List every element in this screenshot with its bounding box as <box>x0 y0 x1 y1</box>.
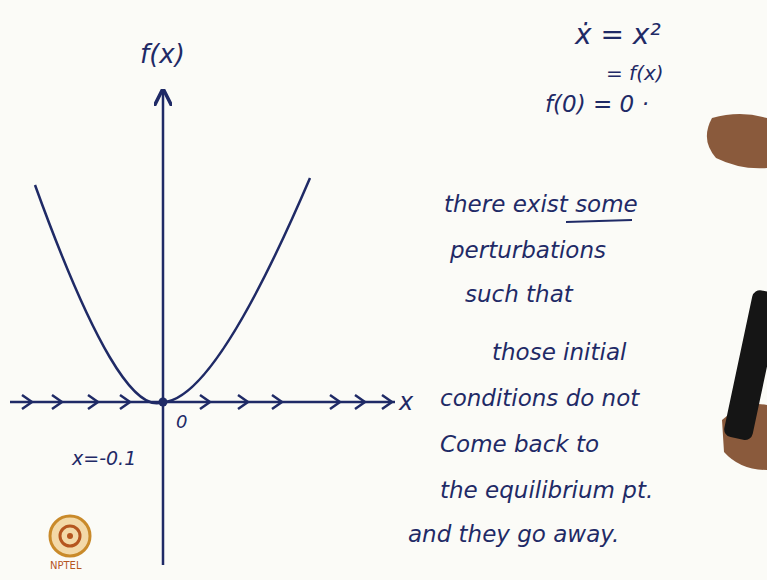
axis-label: f(x) <box>140 40 185 69</box>
equation: = f(x) <box>606 62 664 84</box>
note-line: such that <box>465 282 573 307</box>
equation: f(0) = 0 · <box>545 92 649 117</box>
parabola <box>35 178 310 403</box>
equation: ẋ = x² <box>575 20 661 51</box>
note-line: Come back to <box>440 432 599 457</box>
logo <box>50 516 90 556</box>
point-label: x=-0.1 <box>72 448 136 469</box>
note-line: perturbations <box>450 238 606 263</box>
flow-arrows <box>22 395 392 409</box>
y-axis <box>162 92 165 565</box>
note-line: conditions do not <box>440 386 639 411</box>
underline <box>566 220 632 222</box>
logo-text: NPTEL <box>50 560 82 571</box>
note-line: those initial <box>492 340 626 365</box>
note-line: and they go away. <box>408 522 619 547</box>
origin-label: 0 <box>176 412 187 432</box>
hand <box>707 114 767 470</box>
axis-label: x <box>399 389 413 415</box>
equilibrium-dot <box>159 398 168 407</box>
note-line: the equilibrium pt. <box>440 478 653 503</box>
note-line: there exist some <box>444 192 638 217</box>
